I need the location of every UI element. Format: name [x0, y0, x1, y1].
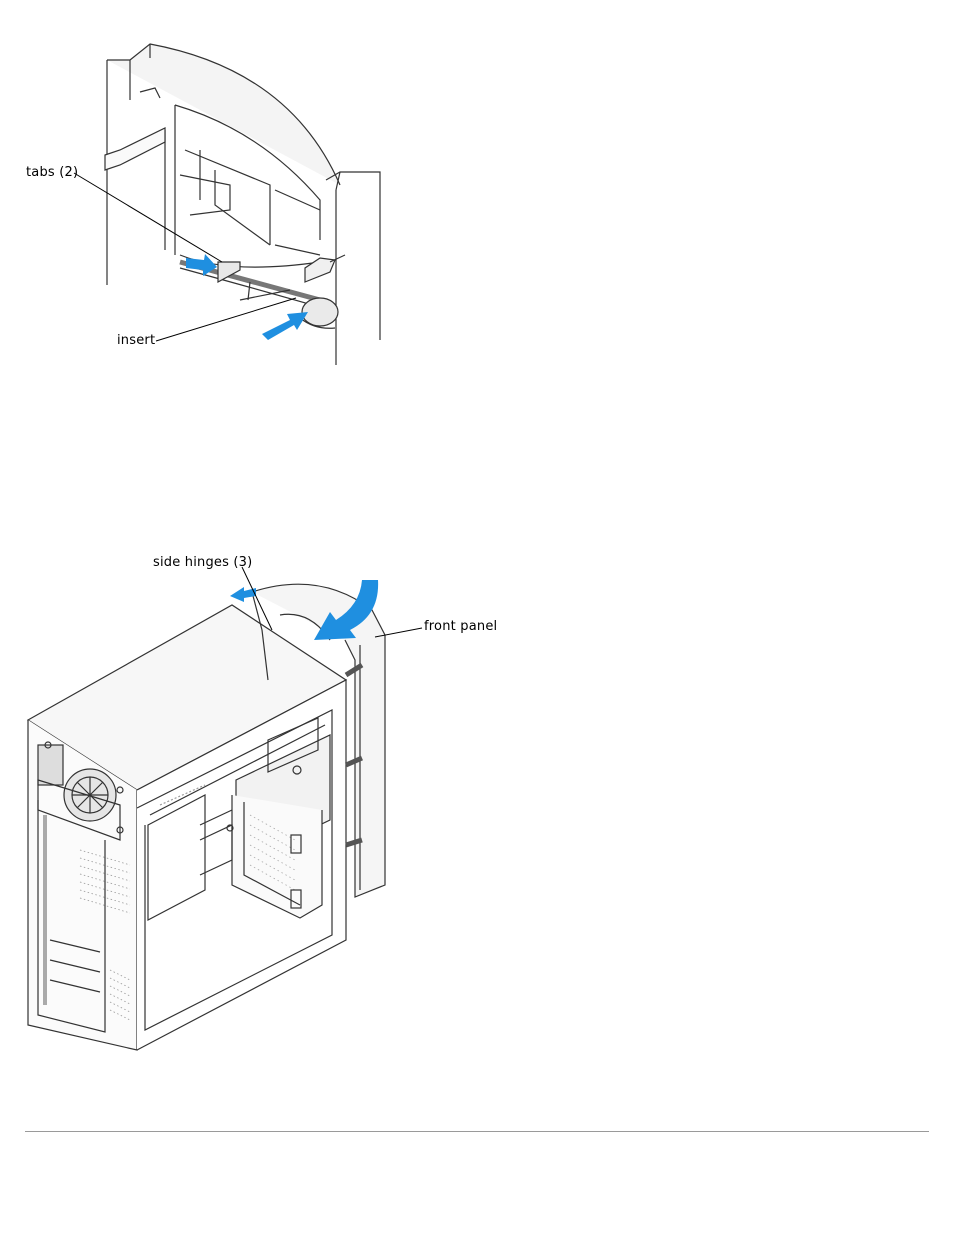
figure-insert-tabs: tabs (2) insert: [0, 0, 954, 380]
insert-illustration: [0, 0, 954, 380]
chassis-illustration: [0, 540, 954, 1060]
figure-front-panel-hinges: side hinges (3) front panel: [0, 540, 954, 1060]
label-side-hinges: side hinges (3): [153, 555, 252, 570]
label-insert: insert: [117, 333, 155, 348]
horizontal-divider: [25, 1131, 929, 1132]
label-tabs: tabs (2): [26, 165, 78, 180]
label-front-panel: front panel: [424, 619, 497, 634]
